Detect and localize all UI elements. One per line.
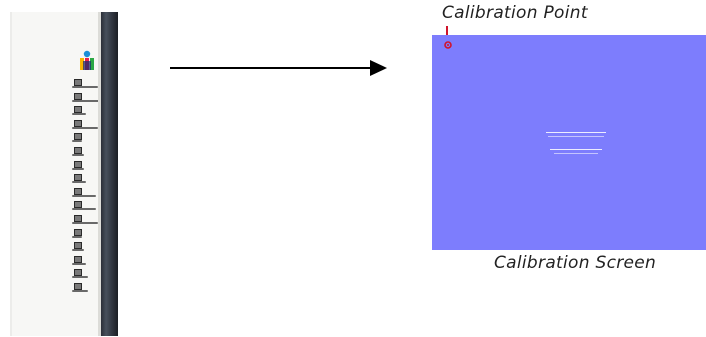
logo-icon	[80, 50, 94, 70]
instruction-text-line	[554, 153, 598, 154]
desktop-icon[interactable]	[72, 241, 102, 255]
app-icon	[74, 119, 82, 127]
desktop-icon[interactable]	[72, 173, 102, 187]
desktop-icon[interactable]	[72, 132, 102, 146]
desktop-icon-caption	[72, 262, 86, 265]
desktop-icon[interactable]	[72, 268, 102, 282]
taskbar[interactable]	[101, 12, 118, 336]
desktop-icon[interactable]	[72, 187, 102, 201]
desktop-icon-caption	[72, 194, 96, 197]
app-icon	[74, 242, 82, 250]
app-icon	[74, 269, 82, 277]
desktop-icon-caption	[72, 249, 84, 252]
desktop-icon-caption	[72, 208, 96, 211]
desktop-icon-caption	[72, 221, 98, 224]
desktop-icon-caption	[72, 140, 82, 143]
desktop-icon[interactable]	[72, 255, 102, 269]
app-icon	[74, 146, 82, 154]
desktop-edge	[10, 12, 12, 336]
app-icon	[74, 201, 82, 209]
desktop-icon-caption	[72, 276, 88, 279]
desktop-icon-caption	[72, 181, 86, 184]
right-arrow-icon	[170, 60, 387, 76]
calibration-point-leader	[446, 26, 448, 40]
app-icon	[74, 79, 82, 86]
desktop-icon-caption	[72, 126, 98, 129]
app-icon	[74, 106, 82, 114]
desktop-icon[interactable]	[72, 282, 102, 296]
desktop-icon[interactable]	[72, 92, 102, 106]
desktop-icon-list	[72, 78, 102, 296]
app-icon	[74, 255, 82, 263]
taskbar-gap	[98, 12, 101, 336]
desktop-icon[interactable]	[72, 200, 102, 214]
desktop-icon[interactable]	[72, 214, 102, 228]
app-icon	[74, 282, 82, 290]
app-icon	[74, 214, 82, 222]
app-icon	[74, 160, 82, 168]
desktop-icon-caption	[72, 86, 98, 88]
app-icon	[74, 187, 82, 195]
desktop-icon[interactable]	[72, 228, 102, 242]
calibration-target-icon[interactable]	[444, 41, 452, 49]
instruction-text-line	[550, 149, 602, 150]
app-icon	[74, 133, 82, 141]
desktop-icon-caption	[72, 153, 84, 156]
desktop-icon-caption	[72, 99, 100, 102]
instruction-text-line	[548, 136, 604, 137]
calibration-screen-label: Calibration Screen	[494, 253, 657, 273]
desktop-icon-caption	[72, 113, 86, 116]
instruction-text-line	[546, 132, 606, 133]
desktop-icon-caption	[72, 167, 84, 170]
desktop-icon[interactable]	[72, 119, 102, 133]
calibration-screen[interactable]	[432, 35, 706, 250]
calibration-point-label: Calibration Point	[442, 3, 588, 23]
desktop-icon[interactable]	[72, 105, 102, 119]
desktop-icon-caption	[72, 289, 88, 292]
desktop-icon[interactable]	[72, 146, 102, 160]
desktop-icon[interactable]	[72, 160, 102, 174]
app-icon	[74, 228, 82, 236]
desktop-icon-caption	[72, 235, 82, 238]
app-icon	[74, 174, 82, 182]
desktop-icon[interactable]	[72, 78, 102, 92]
desktop-screenshot	[10, 12, 118, 336]
app-icon	[74, 92, 82, 100]
